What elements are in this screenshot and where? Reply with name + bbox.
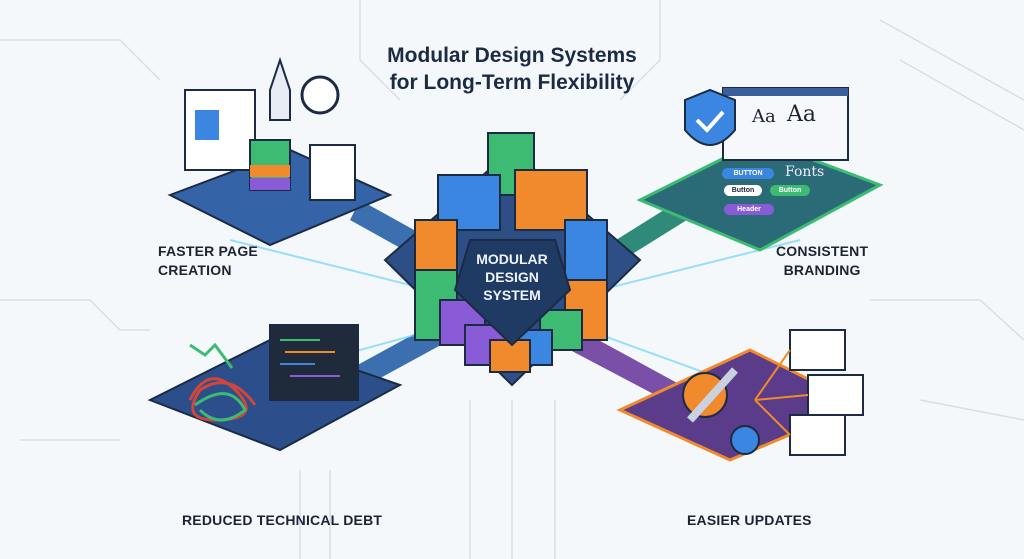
hub-label: MODULAR DESIGN SYSTEM <box>452 250 572 304</box>
label-easier-updates: EASIER UPDATES <box>687 512 812 528</box>
title-line-2: for Long-Term Flexibility <box>389 71 635 94</box>
title-line-1: Modular Design Systems <box>387 44 637 67</box>
fonts-label: Fonts <box>785 164 825 180</box>
typography-sample-large: Aa <box>787 102 817 127</box>
label-line: CONSISTENT <box>776 243 869 259</box>
chip-button-green: Button <box>770 185 810 196</box>
label-reduced-technical-debt: REDUCED TECHNICAL DEBT <box>182 512 383 528</box>
technical-debt-platform <box>147 324 403 452</box>
label-consistent-branding: CONSISTENT BRANDING <box>776 242 868 280</box>
label-faster-page-creation: FASTER PAGE CREATION <box>158 242 258 280</box>
chip-header: Header <box>724 204 774 215</box>
chip-button-caps: BUTTON <box>722 168 774 179</box>
modular-blocks <box>414 132 608 373</box>
label-line: CREATION <box>158 262 232 278</box>
label-line: FASTER PAGE <box>158 243 258 259</box>
typography-sample-small: Aa <box>752 106 776 127</box>
label-line: BRANDING <box>783 262 861 278</box>
consistent-branding-platform <box>636 87 884 252</box>
hub-label-line-3: SYSTEM <box>483 287 541 303</box>
chip-button-white: Button <box>724 185 762 196</box>
hub-label-line-1: MODULAR <box>476 251 548 267</box>
easier-updates-platform <box>616 329 864 462</box>
hub-label-line-2: DESIGN <box>485 269 539 285</box>
faster-page-platform <box>167 56 393 247</box>
